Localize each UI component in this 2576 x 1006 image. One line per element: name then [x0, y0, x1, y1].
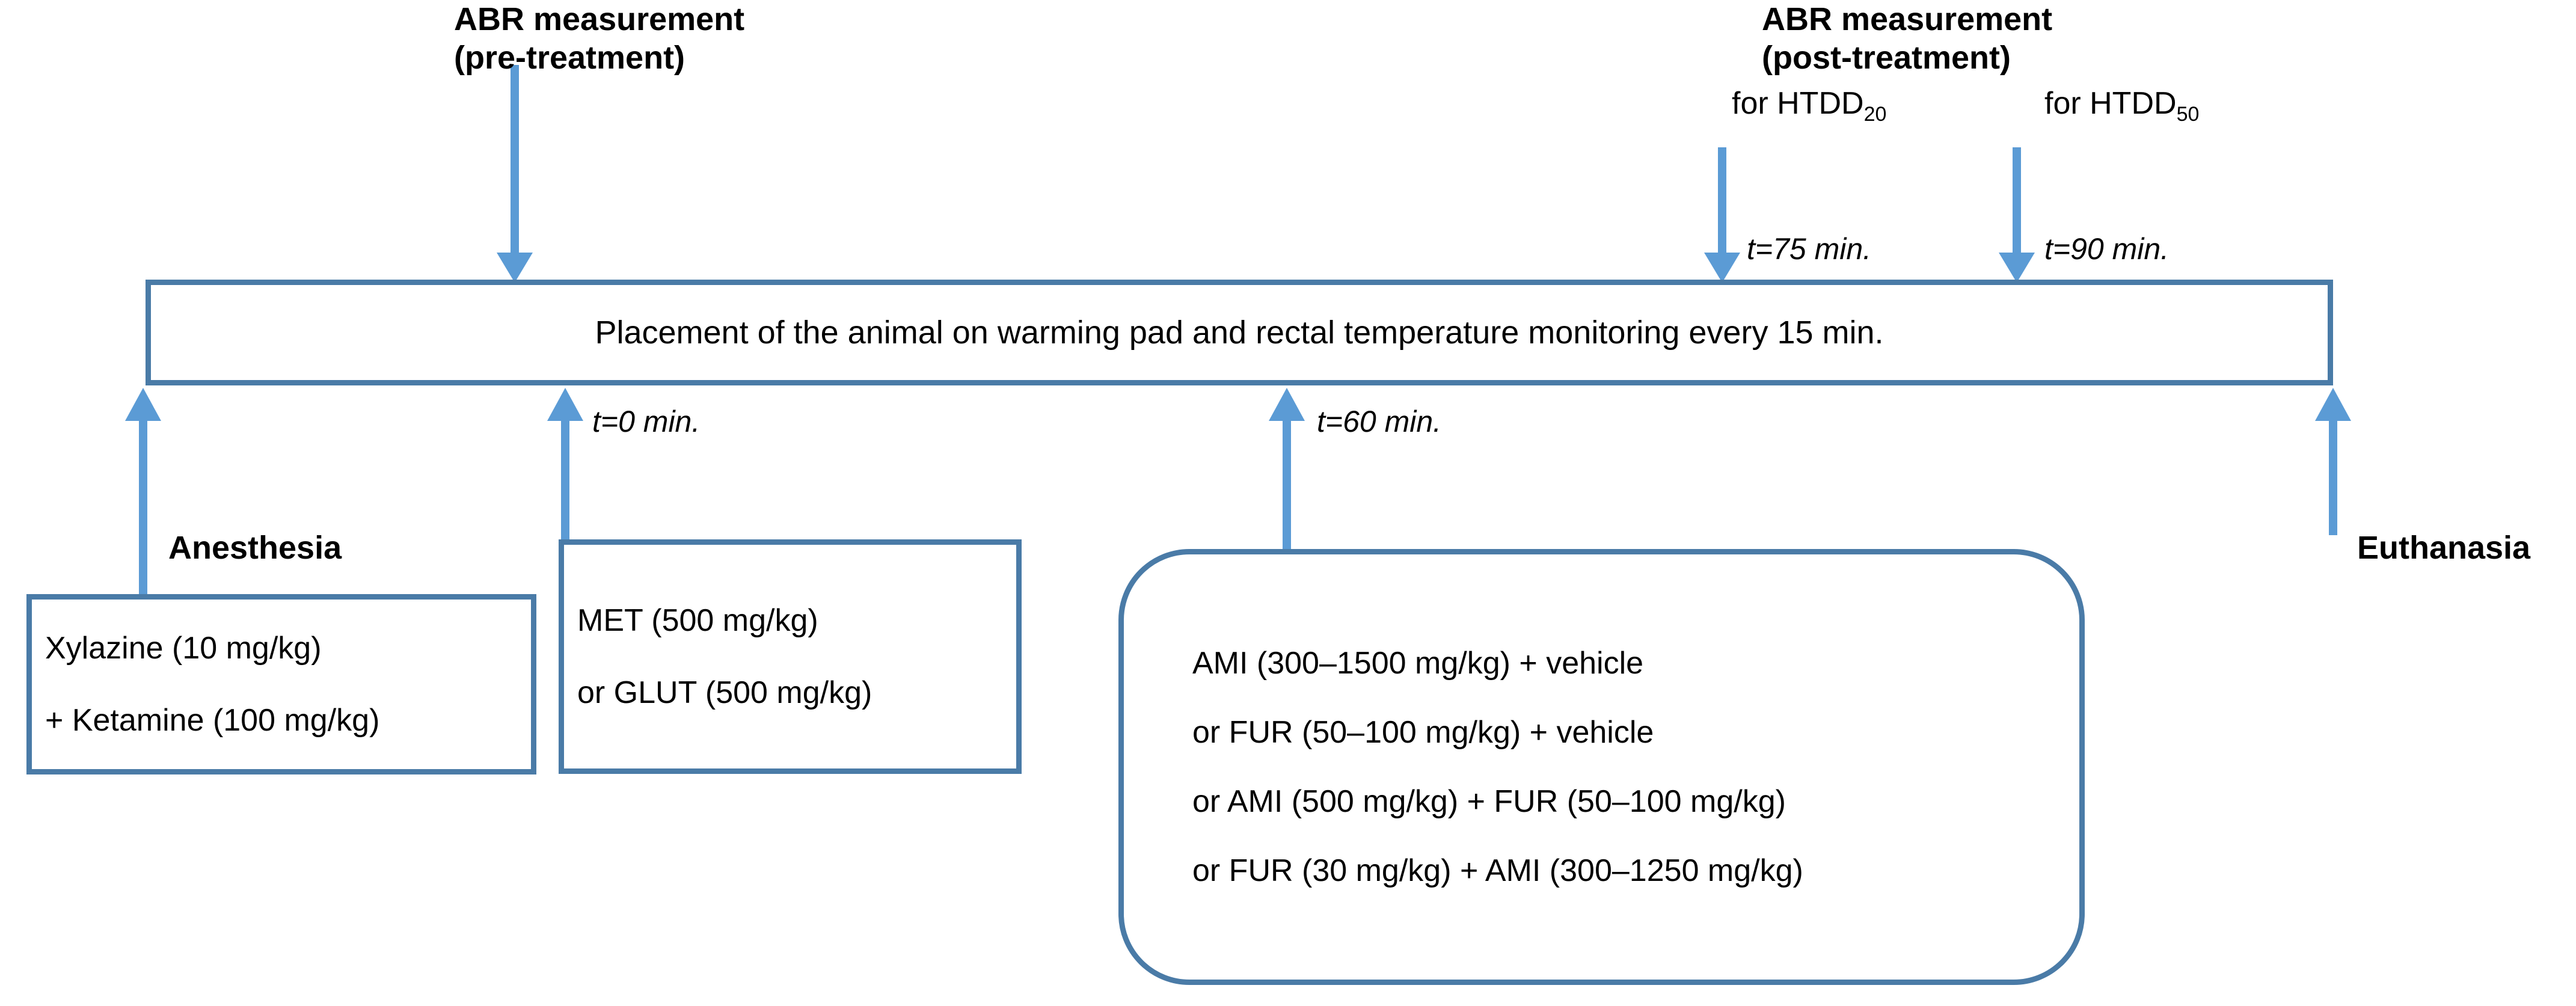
time-marker-t75: t=75 min.	[1747, 232, 1872, 266]
arrow-abr-pre	[497, 65, 533, 283]
anesthesia-box: Xylazine (10 mg/kg) + Ketamine (100 mg/k…	[26, 594, 536, 774]
abr-post-title-line2: (post-treatment)	[1762, 40, 2011, 76]
treatment-line-4: or FUR (30 mg/kg) + AMI (300–1250 mg/kg)	[1192, 853, 1803, 888]
htdd20-subscript: 20	[1863, 103, 1887, 126]
abr-pre-title-line2: (pre-treatment)	[454, 40, 685, 76]
arrow-abr-post-htdd20	[1704, 147, 1740, 283]
abr-post-title-line1: ABR measurement	[1762, 1, 2053, 37]
arrow-t0	[547, 388, 583, 541]
timeline-bar: Placement of the animal on warming pad a…	[146, 280, 2333, 385]
anesthesia-line-1: Xylazine (10 mg/kg)	[45, 631, 322, 666]
euthanasia-label: Euthanasia	[2357, 530, 2531, 566]
treatment-line-1: AMI (300–1500 mg/kg) + vehicle	[1192, 646, 1644, 681]
anesthesia-line-2: + Ketamine (100 mg/kg)	[45, 703, 380, 738]
for-htdd50-text: for HTDD	[2044, 86, 2177, 121]
arrow-anesthesia	[125, 388, 161, 595]
for-htdd20-label: for HTDD20	[1732, 84, 1886, 126]
time-marker-t0: t=0 min.	[592, 405, 701, 438]
time-marker-t60: t=60 min.	[1317, 405, 1442, 438]
timeline-bar-text: Placement of the animal on warming pad a…	[595, 314, 1884, 351]
arrow-abr-post-htdd50	[1999, 147, 2035, 283]
arrow-euthanasia	[2315, 388, 2351, 535]
pretreatment-drug-box: MET (500 mg/kg) or GLUT (500 mg/kg)	[559, 539, 1022, 774]
for-htdd50-label: for HTDD50	[2044, 84, 2199, 126]
pretreatment-line-2: or GLUT (500 mg/kg)	[577, 675, 872, 710]
for-htdd20-text: for HTDD	[1732, 86, 1864, 121]
treatment-line-3: or AMI (500 mg/kg) + FUR (50–100 mg/kg)	[1192, 784, 1786, 819]
anesthesia-label: Anesthesia	[168, 530, 342, 566]
time-marker-t90: t=90 min.	[2044, 232, 2170, 266]
pretreatment-line-1: MET (500 mg/kg)	[577, 603, 818, 638]
arrow-t60	[1269, 388, 1305, 553]
treatment-line-2: or FUR (50–100 mg/kg) + vehicle	[1192, 715, 1654, 750]
htdd50-subscript: 50	[2176, 103, 2200, 126]
abr-pre-title-line1: ABR measurement	[454, 1, 745, 37]
treatment-combination-box: AMI (300–1500 mg/kg) + vehicle or FUR (5…	[1118, 549, 2085, 985]
